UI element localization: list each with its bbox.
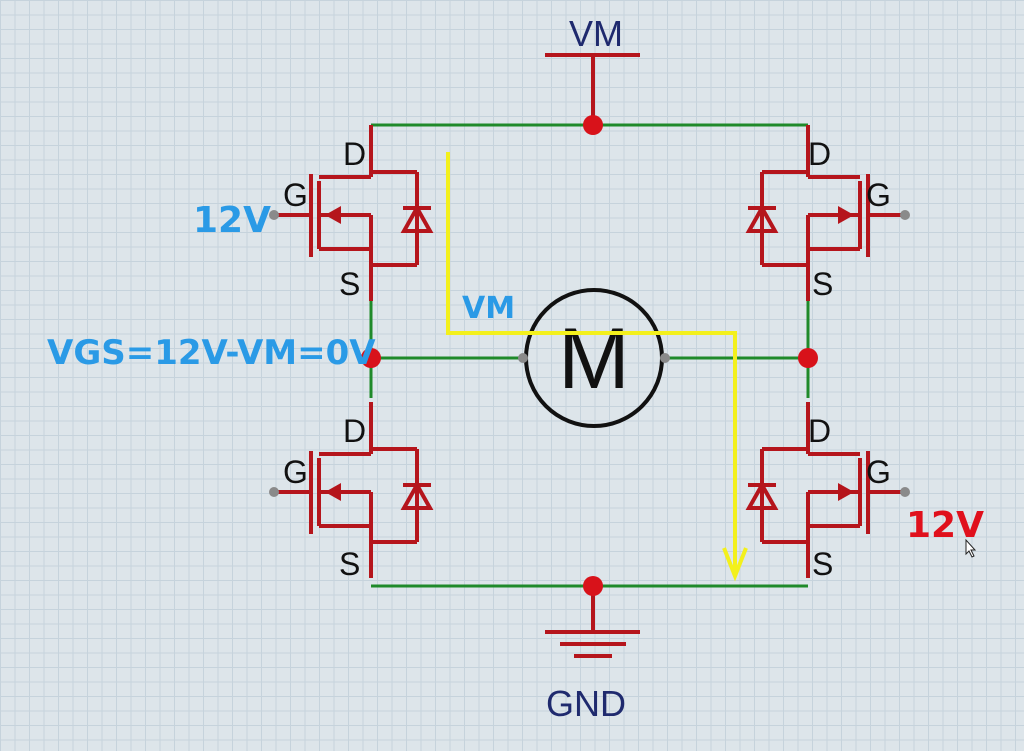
current-path [446,152,748,582]
junction-nodes [361,115,818,596]
vm-supply-symbol [545,53,640,125]
gate-voltage-label-left: 12V [193,200,271,241]
vgs-equation-label: VGS=12V-VM=0V [47,333,376,373]
pin-label-gate: G [283,177,308,213]
pin-label-drain: D [343,413,366,449]
motor-label: M [558,311,630,407]
pin-label-gate: G [866,177,891,213]
node-gnd [583,576,603,596]
pin-label-source: S [812,546,833,582]
pin-label-drain: D [808,413,831,449]
gate-voltage-label-right: 12V [906,505,984,546]
motor: M [518,288,670,428]
node-vm [583,115,603,135]
pin-label-gate: G [283,454,308,490]
motor-pin-left [518,353,528,363]
pin-label-source: S [339,546,360,582]
node-right-mid [798,348,818,368]
pin-label-source: S [339,266,360,302]
vm-label: VM [569,13,623,54]
motor-pin-right [660,353,670,363]
mouse-cursor-icon [965,538,977,558]
pin-label-drain: D [343,136,366,172]
current-path-label: VM [462,291,515,326]
node-left-mid [361,348,381,368]
ground-symbol [545,586,640,658]
pin-label-drain: D [808,136,831,172]
pin-label-source: S [812,266,833,302]
gnd-label: GND [546,683,626,724]
pin-label-gate: G [866,454,891,490]
